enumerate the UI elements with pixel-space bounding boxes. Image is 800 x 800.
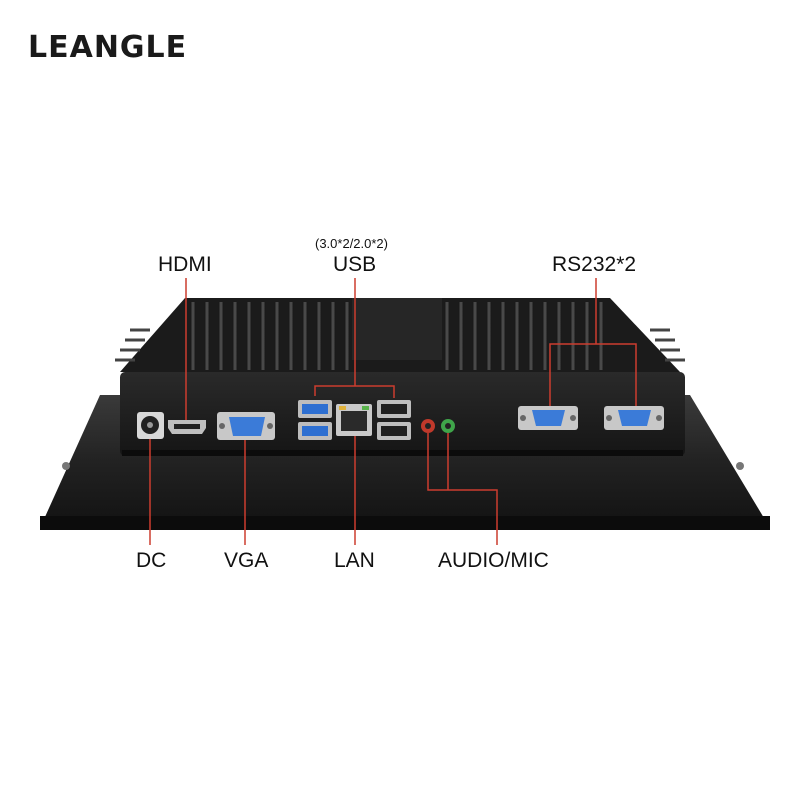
audio-mic-label: AUDIO/MIC [438,549,549,572]
screw-left [62,462,70,470]
brand-logo: LEANGLE [28,30,188,65]
vga-label: VGA [224,549,269,572]
dc-port [137,412,164,439]
usb-spec-label: (3.0*2/2.0*2) [315,236,388,251]
dc-label: DC [136,549,167,572]
heatsink-fins [190,302,604,370]
rs232-port-1 [518,406,578,430]
hdmi-label: HDMI [158,253,212,276]
lan-port [336,404,372,436]
vga-port [217,412,275,440]
usb3-ports [298,400,332,440]
lan-label: LAN [334,549,375,572]
callout-lines [149,278,637,545]
screw-right [736,462,744,470]
bezel-edge [40,516,770,530]
audio-ports [421,419,455,433]
rs232-label: RS232*2 [552,253,637,276]
vesa-plate [352,298,442,360]
usb2-ports [377,400,411,440]
rs232-port-2 [604,406,664,430]
usb-label: USB [333,253,377,276]
side-fins [115,328,685,362]
hdmi-port [168,420,206,434]
